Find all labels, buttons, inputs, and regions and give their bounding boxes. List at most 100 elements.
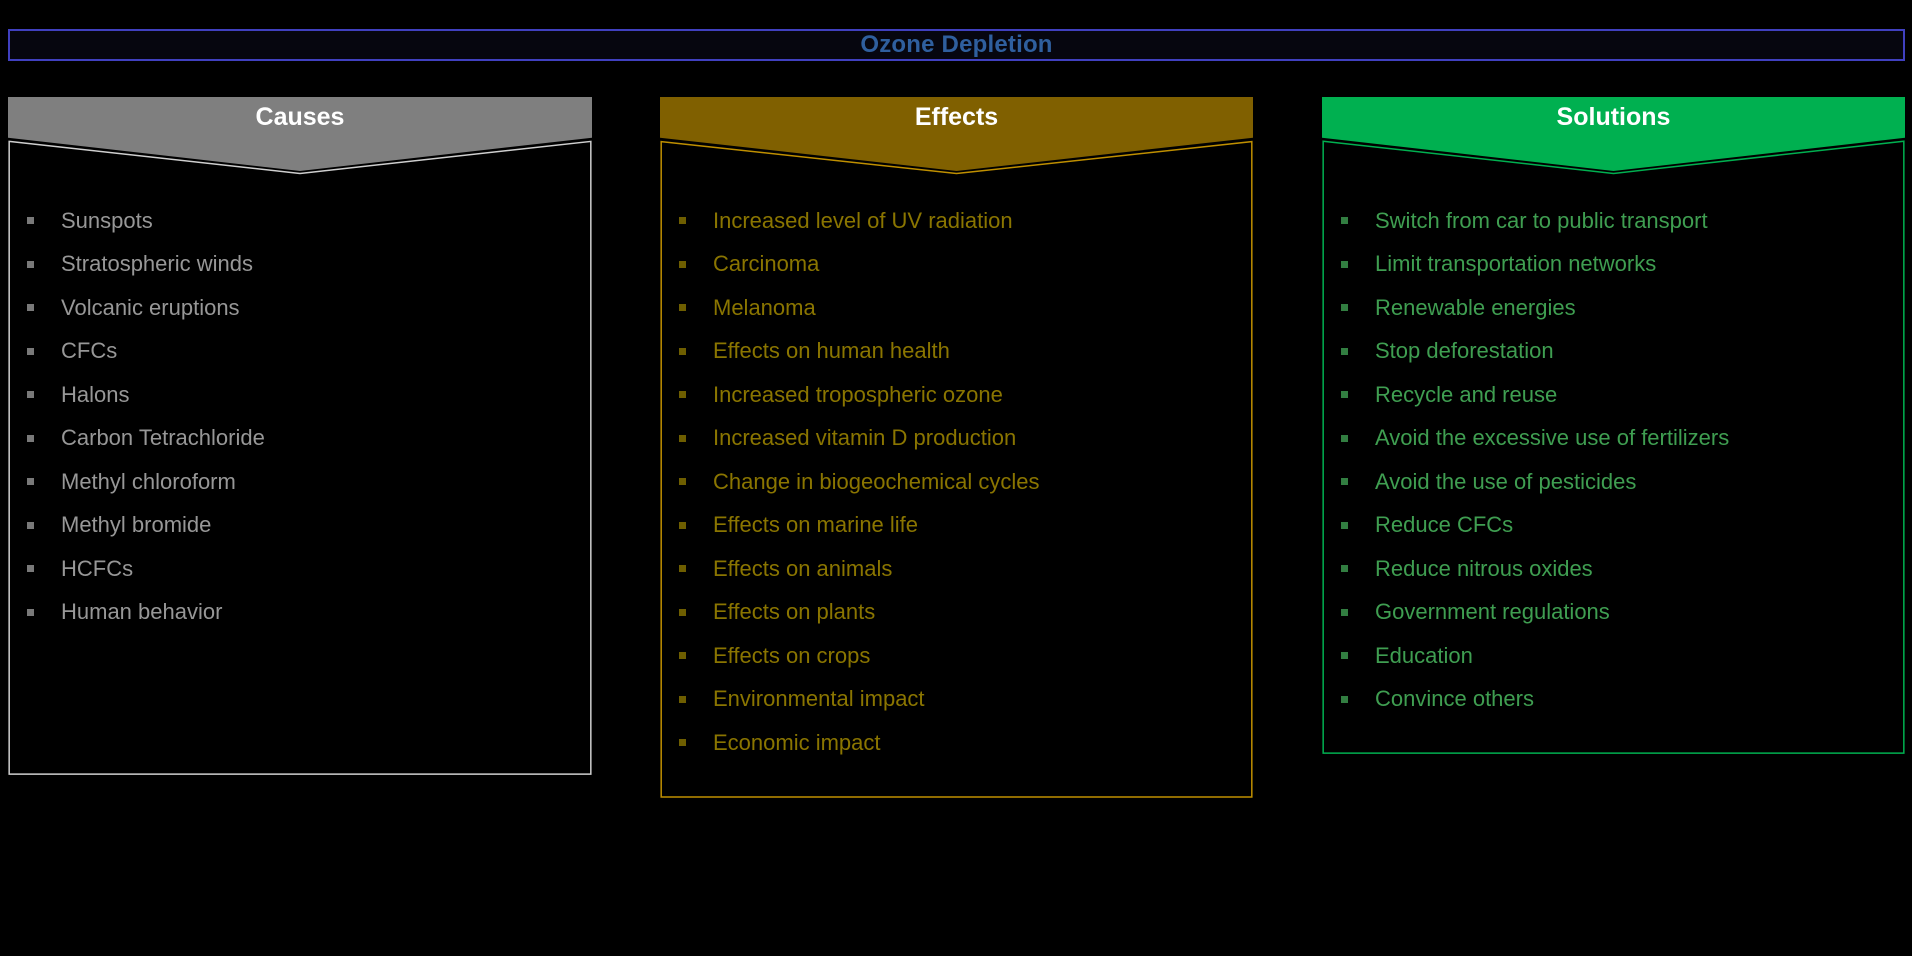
effects-header-label: Effects (914, 102, 999, 131)
list-item-label: Reduce CFCs (1375, 512, 1514, 538)
list-item: Halons (8, 373, 592, 417)
bullet-square-icon (679, 608, 686, 616)
list-item-label: Increased tropospheric ozone (713, 381, 1003, 407)
list-item: Effects on plants (660, 591, 1253, 635)
effects-border-outline (660, 135, 1253, 799)
list-item: Education (1322, 634, 1905, 678)
list-item-label: Effects on crops (713, 642, 871, 668)
bullet-square-icon (1341, 652, 1348, 660)
solutions-header-label: Solutions (1556, 102, 1671, 131)
solutions-column: Solutions Switch from car to public tran… (1322, 97, 1905, 799)
list-item-label: Environmental impact (713, 686, 925, 712)
bullet-square-icon (1341, 304, 1348, 312)
bullet-square-icon (27, 347, 34, 355)
bullet-square-icon (1341, 478, 1348, 486)
bullet-square-icon (27, 521, 34, 529)
list-item: Stop deforestation (1322, 330, 1905, 374)
list-item-label: Economic impact (713, 729, 881, 755)
causes-header-label: Causes (255, 102, 345, 131)
bullet-square-icon (1341, 695, 1348, 703)
list-item: Effects on marine life (660, 504, 1253, 548)
list-item: Reduce nitrous oxides (1322, 547, 1905, 591)
list-item: Methyl chloroform (8, 460, 592, 504)
bullet-square-icon (27, 608, 34, 616)
list-item: Environmental impact (660, 678, 1253, 722)
list-item-label: Melanoma (713, 294, 816, 320)
page-title: Ozone Depletion (860, 31, 1053, 58)
list-item-label: Stop deforestation (1375, 338, 1554, 364)
list-item-label: HCFCs (61, 555, 134, 581)
bullet-square-icon (679, 739, 686, 747)
list-item: Carbon Tetrachloride (8, 417, 592, 461)
list-item: Carcinoma (660, 243, 1253, 287)
list-item-label: Sunspots (61, 207, 153, 233)
list-item: Increased level of UV radiation (660, 199, 1253, 243)
list-item-label: Carbon Tetrachloride (61, 425, 265, 451)
bullet-square-icon (1341, 565, 1348, 573)
list-item-label: Recycle and reuse (1375, 381, 1558, 407)
bullet-square-icon (1341, 217, 1348, 225)
bullet-square-icon (1341, 434, 1348, 442)
list-item-label: Government regulations (1375, 599, 1610, 625)
list-item-label: Methyl chloroform (61, 468, 236, 494)
bullet-square-icon (679, 521, 686, 529)
list-item: Recycle and reuse (1322, 373, 1905, 417)
bullet-square-icon (1341, 347, 1348, 355)
list-item-label: Increased level of UV radiation (713, 207, 1013, 233)
bullet-square-icon (679, 652, 686, 660)
bullet-square-icon (1341, 608, 1348, 616)
list-item: Effects on human health (660, 330, 1253, 374)
list-item: Human behavior (8, 591, 592, 635)
list-item-label: Limit transportation networks (1375, 251, 1657, 277)
bullet-square-icon (1341, 391, 1348, 399)
list-item-label: Reduce nitrous oxides (1375, 555, 1593, 581)
list-item-label: Human behavior (61, 599, 223, 625)
list-item-label: Switch from car to public transport (1375, 207, 1708, 233)
list-item-label: Increased vitamin D production (713, 425, 1017, 451)
list-item-label: Effects on animals (713, 555, 893, 581)
list-item: Avoid the use of pesticides (1322, 460, 1905, 504)
list-item-label: Avoid the use of pesticides (1375, 468, 1637, 494)
list-item: Limit transportation networks (1322, 243, 1905, 287)
list-item-label: Effects on plants (713, 599, 876, 625)
list-item-label: Methyl bromide (61, 512, 212, 538)
list-item: Switch from car to public transport (1322, 199, 1905, 243)
list-item: HCFCs (8, 547, 592, 591)
bullet-square-icon (679, 217, 686, 225)
bullet-square-icon (27, 304, 34, 312)
list-item: Renewable energies (1322, 286, 1905, 330)
solutions-border-outline (1322, 135, 1905, 755)
bullet-square-icon (679, 304, 686, 312)
list-item: Volcanic eruptions (8, 286, 592, 330)
list-item-label: Halons (61, 381, 130, 407)
list-item-label: Change in biogeochemical cycles (713, 468, 1040, 494)
list-item-label: Effects on marine life (713, 512, 919, 538)
bullet-square-icon (27, 217, 34, 225)
list-item: Melanoma (660, 286, 1253, 330)
list-item: Effects on crops (660, 634, 1253, 678)
bullet-square-icon (27, 260, 34, 268)
bullet-square-icon (679, 391, 686, 399)
bullet-square-icon (679, 565, 686, 573)
list-item: Avoid the excessive use of fertilizers (1322, 417, 1905, 461)
list-item-label: Avoid the excessive use of fertilizers (1375, 425, 1730, 451)
causes-border-outline (8, 135, 592, 776)
bullet-square-icon (679, 478, 686, 486)
bullet-square-icon (27, 565, 34, 573)
bullet-square-icon (27, 434, 34, 442)
list-item-label: Effects on human health (713, 338, 950, 364)
list-item: Convince others (1322, 678, 1905, 722)
list-item-label: Volcanic eruptions (61, 294, 240, 320)
list-item-label: Carcinoma (713, 251, 820, 277)
list-item: Economic impact (660, 721, 1253, 765)
bullet-square-icon (1341, 521, 1348, 529)
